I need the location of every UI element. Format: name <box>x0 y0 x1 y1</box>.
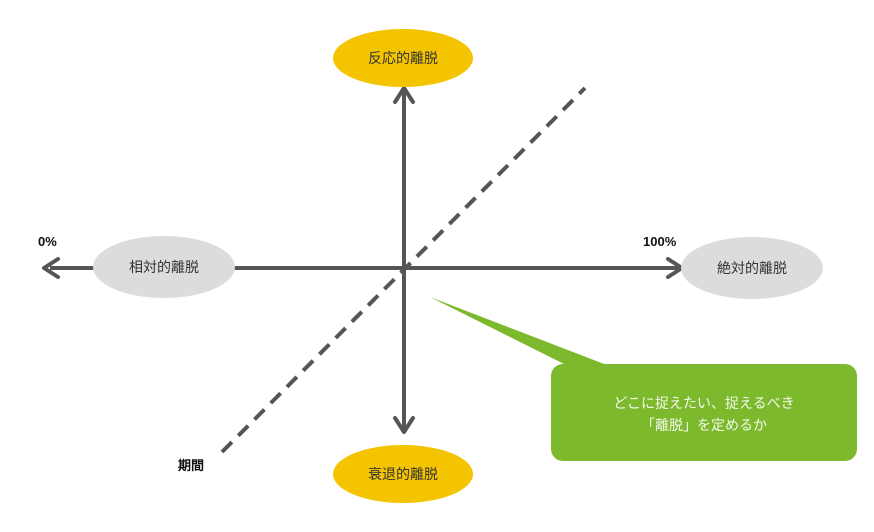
callout-box <box>551 364 857 461</box>
node-left: 相対的離脱 <box>93 236 235 298</box>
node-right-oval <box>681 237 823 299</box>
node-bottom: 衰退的離脱 <box>333 445 473 503</box>
callout-pointer <box>430 297 625 372</box>
label-period: 期間 <box>178 458 204 473</box>
node-top-oval <box>333 29 473 87</box>
callout-line-1: どこに捉えたい、捉えるべき <box>613 396 794 412</box>
left-arrowhead <box>42 257 60 279</box>
label-zero-percent: 0% <box>38 234 57 249</box>
node-right: 絶対的離脱 <box>681 237 823 299</box>
node-left-oval <box>93 236 235 298</box>
callout-line-2: 「離脱」を定めるか <box>641 417 767 434</box>
bottom-arrowhead <box>393 416 415 434</box>
top-arrowhead <box>393 86 415 104</box>
node-left-label: 相対的離脱 <box>129 259 199 276</box>
node-top-label: 反応的離脱 <box>368 50 438 67</box>
callout: どこに捉えたい、捉えるべき 「離脱」を定めるか <box>430 297 857 461</box>
node-bottom-oval <box>333 445 473 503</box>
node-bottom-label: 衰退的離脱 <box>368 466 438 483</box>
node-right-label: 絶対的離脱 <box>717 260 787 277</box>
node-top: 反応的離脱 <box>333 29 473 87</box>
label-hundred-percent: 100% <box>643 234 677 249</box>
